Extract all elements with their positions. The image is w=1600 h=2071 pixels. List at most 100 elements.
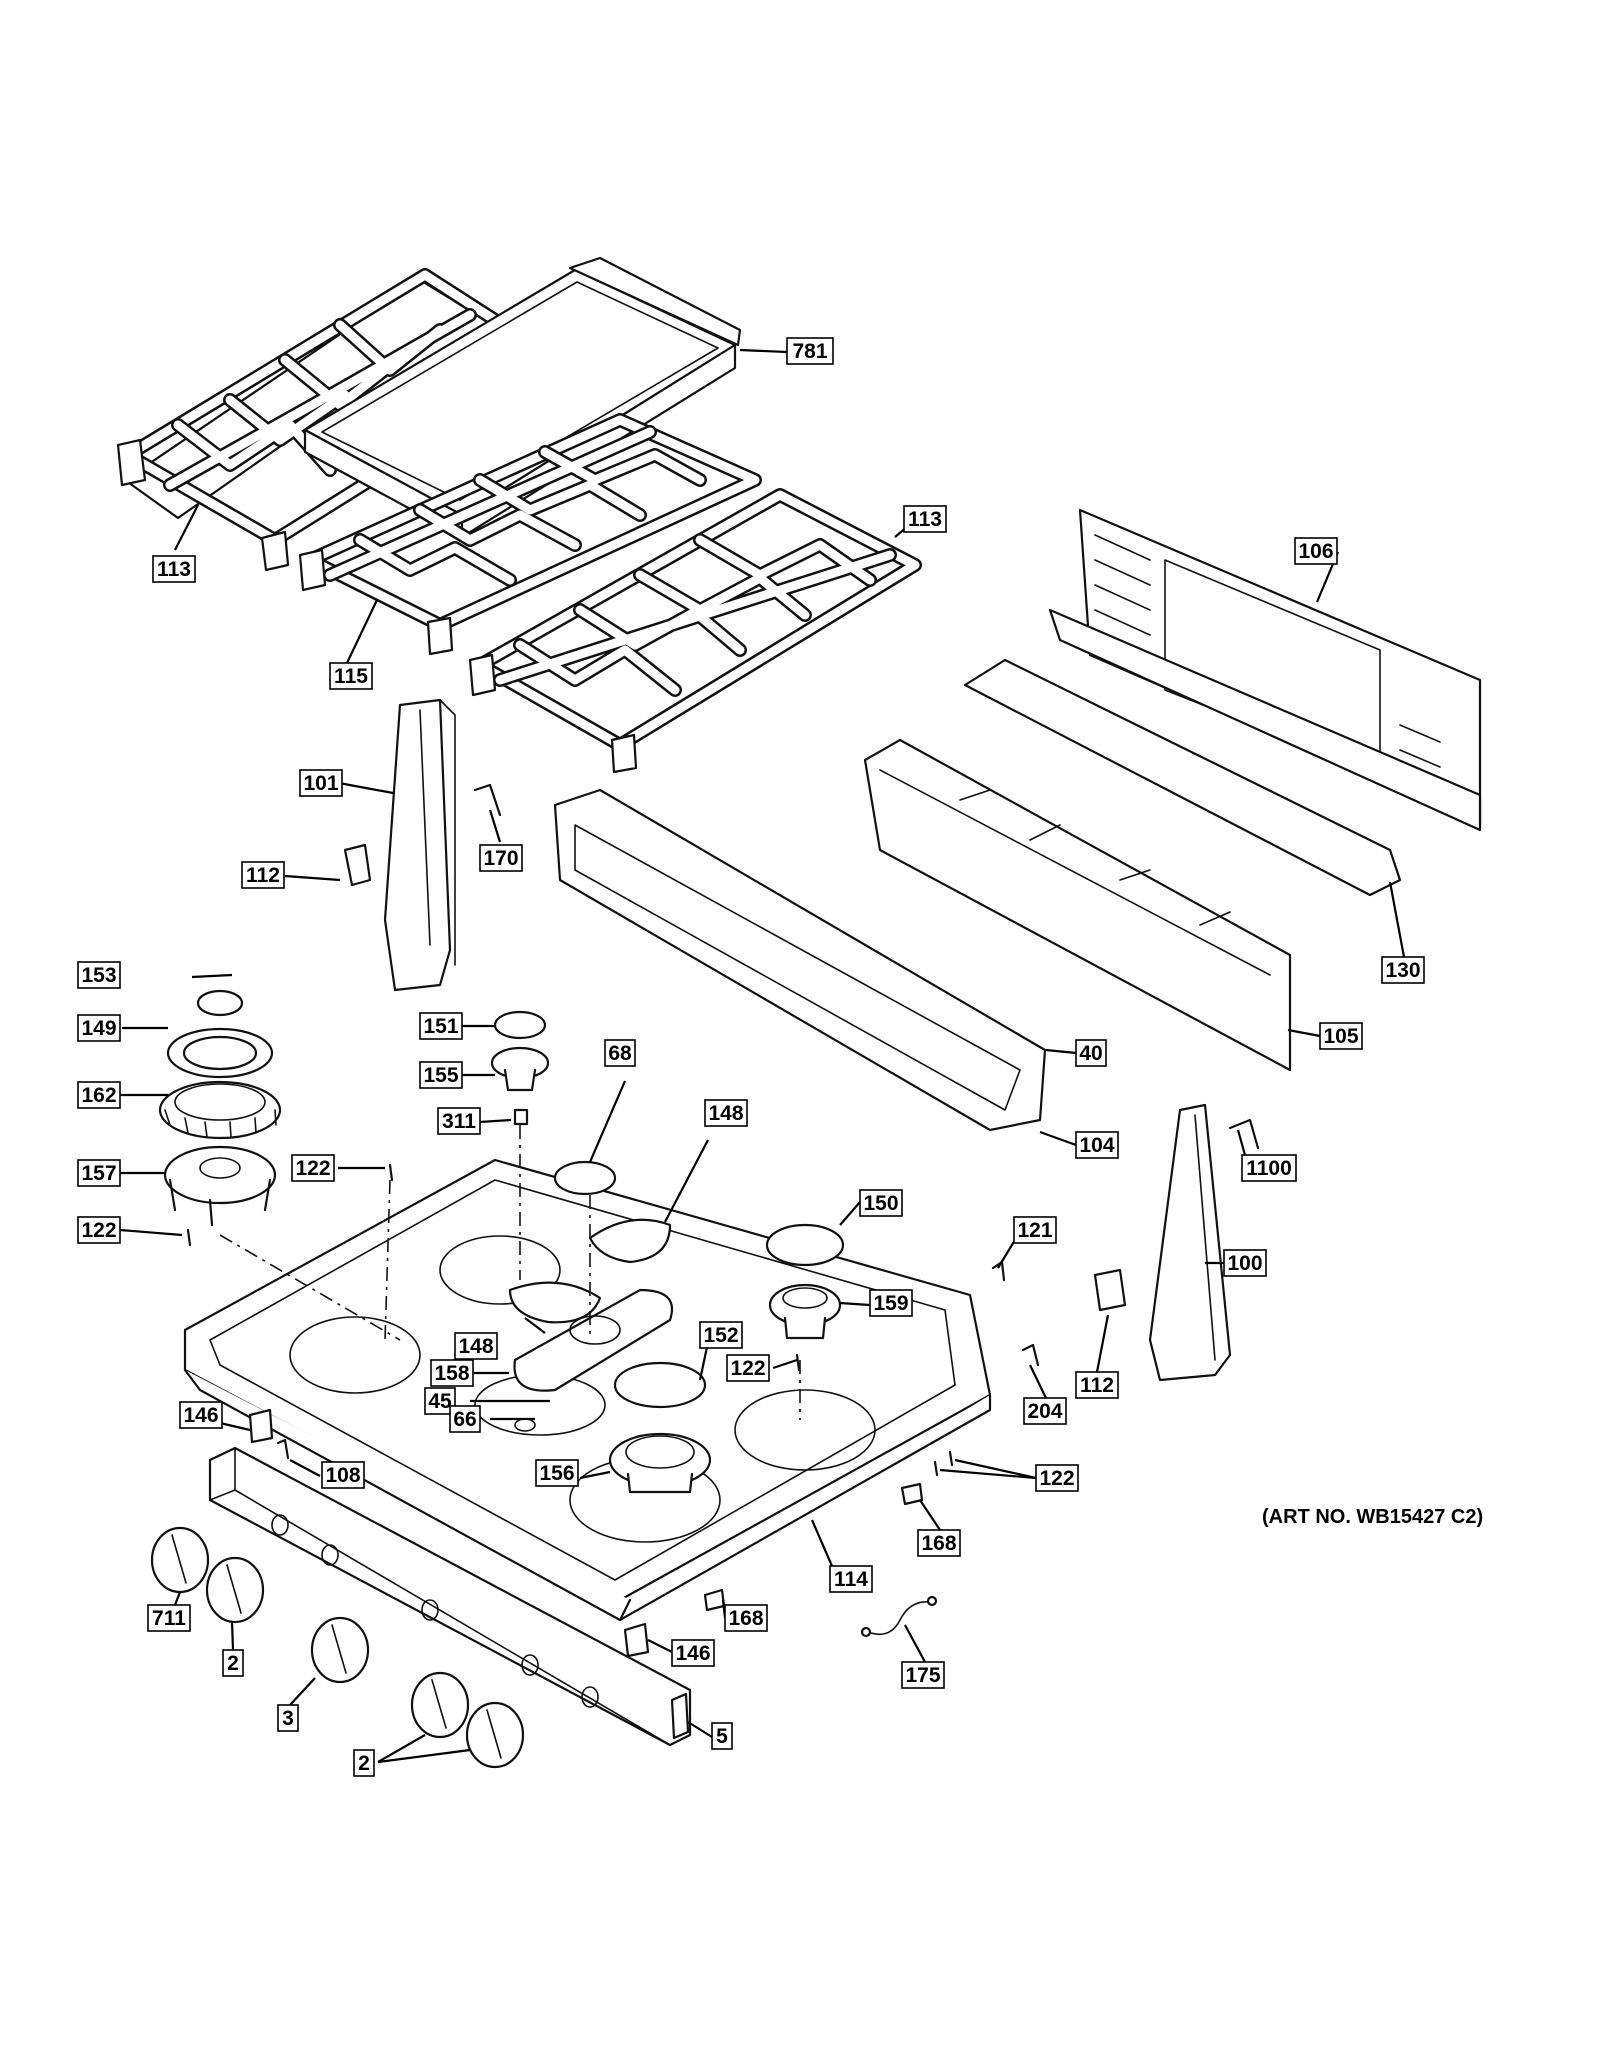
callout-box	[604, 1039, 636, 1067]
callout-box	[1319, 1022, 1363, 1050]
callout-c311: 311	[437, 1107, 481, 1135]
callout-label: 162	[81, 1084, 116, 1107]
callout-box	[419, 1061, 463, 1089]
callout-c168b: 168	[724, 1604, 768, 1632]
callout-c108: 108	[321, 1461, 365, 1489]
callout-label: 168	[921, 1532, 956, 1555]
callout-label: 113	[908, 508, 942, 531]
callout-label: 45	[428, 1390, 452, 1413]
callout-c146b: 146	[671, 1639, 715, 1667]
callout-c45: 45	[424, 1387, 456, 1415]
callout-c153: 153	[77, 961, 121, 989]
cooktop-114	[183, 1158, 992, 1622]
callout-label: 122	[730, 1357, 765, 1380]
manifold-panel-5	[208, 1446, 692, 1747]
screw-122c	[795, 1353, 801, 1372]
callout-box	[704, 1099, 748, 1127]
callout-box	[726, 1354, 770, 1382]
callout-c122b: 122	[77, 1216, 121, 1244]
callout-c105: 105	[1319, 1022, 1363, 1050]
callout-label: 311	[442, 1110, 476, 1133]
callout-label: 157	[81, 1162, 116, 1185]
callout-box	[1075, 1039, 1107, 1067]
callout-label: 148	[458, 1335, 493, 1358]
callout-label: 105	[1323, 1025, 1358, 1048]
callout-box	[1075, 1371, 1119, 1399]
callout-box	[901, 1661, 945, 1689]
clip-146a	[248, 1408, 274, 1444]
callout-c162: 162	[77, 1081, 121, 1109]
cover-148a	[588, 1218, 672, 1264]
callout-box	[1294, 537, 1338, 565]
screw-1100	[1228, 1118, 1260, 1150]
callout-box	[152, 555, 196, 583]
trim-130	[963, 658, 1402, 897]
callout-label: 122	[1039, 1467, 1074, 1490]
callout-box	[329, 662, 373, 690]
callout-box	[77, 1014, 121, 1042]
knob-2b	[410, 1671, 470, 1739]
callout-c149: 149	[77, 1014, 121, 1042]
callout-c152: 152	[699, 1321, 743, 1349]
callout-c148a: 148	[704, 1099, 748, 1127]
callout-c115: 115	[329, 662, 373, 690]
cover-148b	[508, 1281, 602, 1324]
callout-box	[711, 1722, 733, 1750]
knob-3	[310, 1616, 370, 1684]
burner-cap-153	[196, 989, 244, 1017]
callout-label: 153	[81, 964, 116, 987]
callout-label: 146	[183, 1404, 218, 1427]
assembly-line-a	[219, 1234, 401, 1341]
callout-c781: 781	[786, 337, 834, 365]
callout-c155: 155	[419, 1061, 463, 1089]
callout-label: 106	[1298, 540, 1333, 563]
callout-label: 711	[152, 1607, 186, 1630]
callout-label: 3	[282, 1707, 294, 1730]
callout-label: 5	[716, 1725, 728, 1748]
callout-box	[1381, 956, 1425, 984]
callout-label: 148	[708, 1102, 743, 1125]
right-grate	[468, 488, 922, 774]
screw-122d	[933, 1450, 954, 1477]
callout-box	[1075, 1131, 1119, 1159]
harness-175	[860, 1595, 938, 1638]
control-panel-105	[863, 738, 1292, 1072]
display-frame-104	[553, 788, 1047, 1132]
cover-152	[613, 1361, 707, 1409]
callout-box	[299, 769, 343, 797]
callout-label: 121	[1017, 1219, 1052, 1242]
callout-label: 158	[434, 1362, 469, 1385]
callout-c40: 40	[1075, 1039, 1107, 1067]
callout-label: 114	[834, 1568, 868, 1591]
burner-base-157	[163, 1145, 277, 1227]
callout-label: 40	[1079, 1042, 1102, 1065]
screw-122a	[388, 1163, 394, 1182]
burner-ring-149	[166, 1027, 274, 1079]
callout-label: 112	[246, 864, 280, 887]
callout-c158: 158	[430, 1359, 474, 1387]
knob-2a	[205, 1556, 265, 1624]
callout-box	[454, 1332, 498, 1360]
knob-2c	[465, 1701, 525, 1769]
callout-label: 100	[1227, 1252, 1262, 1275]
screw-204	[1021, 1343, 1040, 1367]
screw-170	[473, 783, 502, 817]
callout-c157: 157	[77, 1159, 121, 1187]
art-number: (ART NO. WB15427 C2)	[1262, 1506, 1484, 1528]
oval-burner-158	[513, 1288, 673, 1392]
callout-c711: 711	[147, 1604, 191, 1632]
callout-c112b: 112	[1075, 1371, 1119, 1399]
callout-box	[479, 844, 523, 872]
callout-label: 101	[303, 772, 338, 795]
cover-68	[553, 1160, 617, 1196]
callout-label: 2	[227, 1652, 239, 1675]
callout-box	[222, 1649, 244, 1677]
callout-box	[1023, 1397, 1067, 1425]
callout-box	[321, 1461, 365, 1489]
callout-box	[430, 1359, 474, 1387]
burner-159	[768, 1283, 842, 1340]
callout-c159: 159	[869, 1289, 913, 1317]
callout-c3: 3	[277, 1704, 299, 1732]
callout-label: 146	[675, 1642, 710, 1665]
